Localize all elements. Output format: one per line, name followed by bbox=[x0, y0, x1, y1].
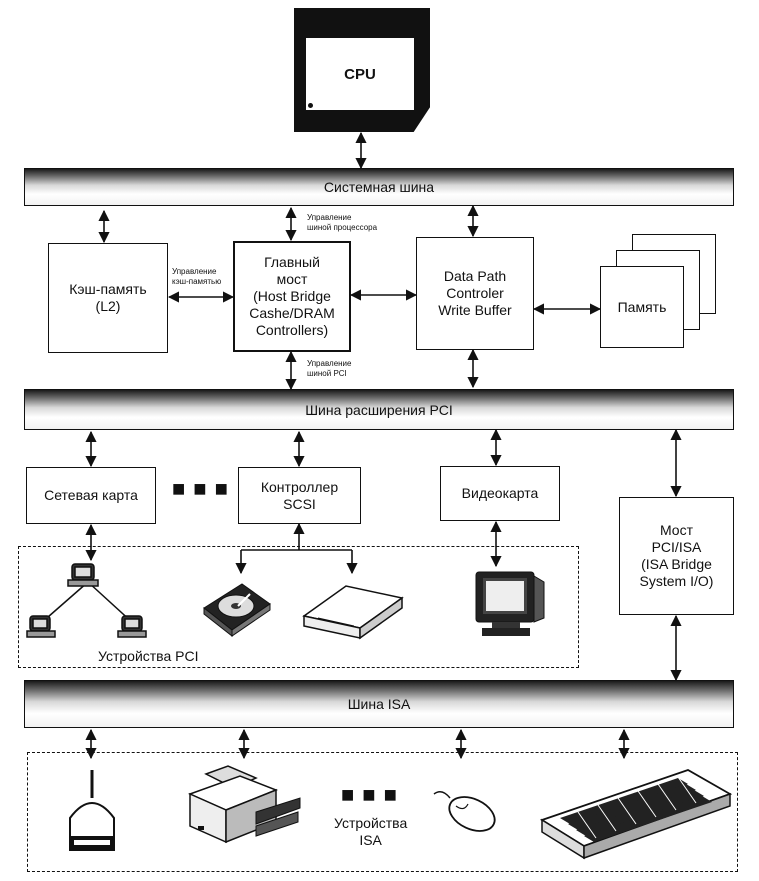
pci-bus: Шина расширения PCI bbox=[24, 389, 734, 430]
video-card-block: Видеокарта bbox=[440, 466, 560, 521]
isa-devices-label: Устройства ISA bbox=[334, 815, 408, 848]
scsi-controller-block: Контроллер SCSI bbox=[238, 467, 361, 524]
pci-devices-label: Устройства PCI bbox=[98, 648, 199, 664]
mouse-icon bbox=[433, 791, 496, 832]
isa-bus-label: Шина ISA bbox=[347, 696, 411, 712]
pci-isa-bridge-block: Мост PCI/ISA (ISA Bridge System I/O) bbox=[619, 497, 734, 615]
cache-block: Кэш-память (L2) bbox=[48, 243, 168, 353]
memory-block: Память bbox=[600, 266, 684, 348]
pci-bus-label: Шина расширения PCI bbox=[305, 401, 453, 418]
cpu-label: CPU bbox=[344, 65, 376, 83]
keyboard-icon bbox=[539, 769, 733, 860]
pci-devices-group bbox=[18, 546, 579, 668]
cpu-bus-control-note: Управление шиной процессора bbox=[307, 213, 378, 232]
hard-disk-icon bbox=[203, 583, 271, 638]
system-bus-label: Системная шина bbox=[323, 179, 435, 195]
data-path-block: Data Path Controler Write Buffer bbox=[416, 237, 534, 350]
network-card-block: Сетевая карта bbox=[26, 467, 156, 524]
network-computers-icon bbox=[26, 563, 147, 638]
system-bus: Системная шина bbox=[24, 168, 734, 206]
pci-bus-control-note: Управление шиной PCI bbox=[307, 359, 352, 378]
isa-ellipsis-dots: ■■■ bbox=[341, 782, 405, 807]
cpu-pin1-dot bbox=[308, 103, 313, 108]
scanner-icon bbox=[302, 585, 404, 640]
barcode-scanner-icon bbox=[69, 770, 115, 851]
cache-control-note: Управление кэш-памятью bbox=[172, 267, 222, 286]
isa-bus: Шина ISA bbox=[24, 680, 734, 728]
cpu-core: CPU bbox=[306, 38, 414, 110]
isa-devices-group bbox=[27, 752, 738, 872]
monitor-icon bbox=[475, 571, 545, 636]
host-bridge-block: Главный мост (Host Bridge Cashe/DRAM Con… bbox=[233, 241, 351, 352]
printer-icon bbox=[187, 765, 301, 844]
ellipsis-dots: ■■■ bbox=[172, 476, 236, 501]
